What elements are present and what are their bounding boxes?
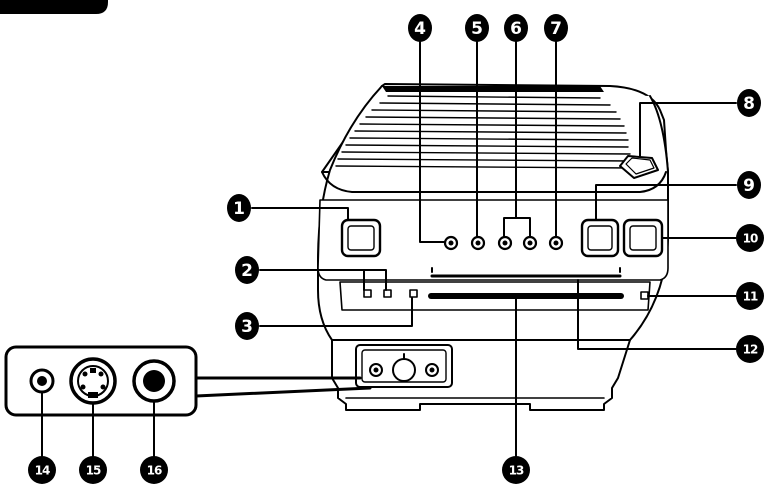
svg-text:9: 9 (743, 176, 755, 196)
callout-13: 13 (502, 456, 530, 484)
connector-panel (355, 344, 453, 388)
callout-4: 4 (408, 14, 432, 42)
callout-16: 16 (140, 456, 168, 484)
section-tab (0, 0, 108, 14)
callout-7: 7 (544, 14, 568, 42)
svg-text:8: 8 (743, 94, 755, 114)
lid-top-edge (382, 86, 604, 92)
svg-text:13: 13 (509, 464, 524, 478)
svg-text:1: 1 (233, 199, 245, 219)
indicator-2a (363, 289, 372, 298)
callout-11: 11 (736, 282, 764, 310)
callout-2: 2 (235, 256, 259, 284)
svg-text:6: 6 (510, 19, 522, 39)
callout-10: 10 (736, 224, 764, 252)
svg-text:4: 4 (414, 19, 426, 39)
svg-text:12: 12 (743, 343, 758, 357)
paper-slot (428, 293, 624, 299)
svg-text:7: 7 (550, 19, 562, 39)
callout-12: 12 (736, 335, 764, 363)
leader-lines (41, 41, 737, 458)
indicator-3 (409, 289, 418, 298)
callout-14: 14 (28, 456, 56, 484)
svg-text:14: 14 (35, 464, 50, 478)
callout-15: 15 (79, 456, 107, 484)
svg-text:3: 3 (241, 317, 253, 337)
callout-8: 8 (737, 89, 761, 117)
power-button-inner (347, 225, 375, 251)
svg-text:15: 15 (86, 464, 101, 478)
indicator-11 (640, 291, 649, 300)
callout-9: 9 (737, 171, 761, 199)
front-panel-band (321, 171, 667, 193)
callout-badges: 1 2 3 4 5 6 7 8 9 10 11 12 13 14 15 16 (28, 14, 764, 484)
svg-text:2: 2 (241, 261, 253, 281)
svg-text:10: 10 (743, 232, 758, 246)
vent-grille (335, 95, 635, 169)
svg-text:11: 11 (743, 290, 758, 304)
callout-3: 3 (235, 312, 259, 340)
svg-text:5: 5 (471, 19, 483, 39)
indicator-2b (383, 289, 392, 298)
svg-text:16: 16 (147, 464, 162, 478)
callout-5: 5 (465, 14, 489, 42)
callout-6: 6 (504, 14, 528, 42)
front-panel (317, 199, 669, 281)
callout-1: 1 (227, 194, 251, 222)
connector-inset (4, 345, 372, 417)
